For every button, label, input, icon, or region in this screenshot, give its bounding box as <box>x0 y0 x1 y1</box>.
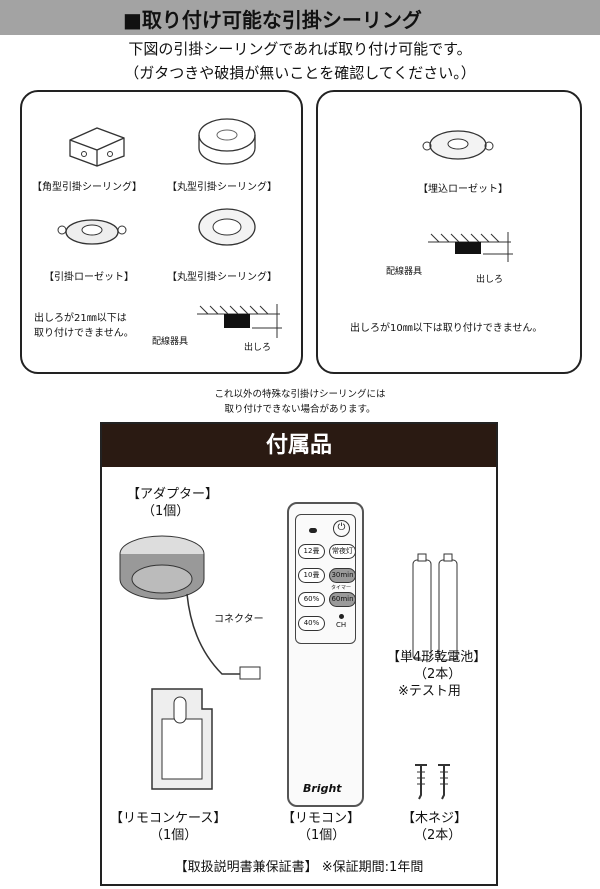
battery-qty: （2本） <box>414 667 462 682</box>
adapter-illustration <box>119 535 261 680</box>
screw-name: 【木ネジ】 <box>402 811 468 826</box>
protrusion-diagram <box>197 304 282 338</box>
rosette-illustration <box>57 219 127 245</box>
timer-label: タイマー <box>331 585 352 591</box>
embedded-rosette-panel: 【埋込ローゼット】 配線器具 出しろ 出しろが10㎜以下は取り付けできません。 <box>316 90 582 374</box>
brand-logo: Bright <box>303 782 342 795</box>
case-qty: （1個） <box>150 828 198 843</box>
remote-illustration: ⏻ 12畳 常夜灯 10畳 30min タイマー 60% 60min 40% C… <box>287 502 364 807</box>
remote-button: 60% <box>298 592 325 607</box>
embedded-rosette-illustration <box>422 130 494 160</box>
remote-button: 常夜灯 <box>329 544 356 559</box>
round-ceiling-illustration <box>198 118 256 165</box>
battery-note: ※テスト用 <box>398 684 461 699</box>
item-label: 【角型引掛シーリング】 <box>32 182 142 193</box>
protrusion-diagram <box>428 232 513 262</box>
intro-line2: （ガタつきや破損が無いことを確認してください。） <box>124 64 476 82</box>
protrusion-label: 出しろ <box>476 275 504 285</box>
item-label: 【引掛ローゼット】 <box>44 272 134 283</box>
warning-text: 出しろが10㎜以下は取り付けできません。 <box>350 323 543 334</box>
accessories-title: 付属品 <box>102 424 496 467</box>
remote-name: 【リモコン】 <box>282 811 361 826</box>
fixture-label: 配線器具 <box>152 337 189 347</box>
manual-warranty-text: 【取扱説明書兼保証書】 ※保証期間:1年間 <box>174 860 424 875</box>
batteries-illustration <box>412 553 458 661</box>
round-ceiling-illustration <box>198 208 256 246</box>
note-line1: これ以外の特殊な引掛けシーリングには <box>214 389 386 400</box>
ch-label: CH <box>336 621 347 629</box>
connector-label: コネクター <box>214 614 264 625</box>
item-label: 【丸型引掛シーリング】 <box>167 182 277 193</box>
screws-illustration <box>415 764 450 800</box>
remote-qty: （1個） <box>298 828 346 843</box>
warning-text: 出しろが21㎜以下は <box>34 313 127 324</box>
protrusion-label: 出しろ <box>244 343 272 353</box>
remote-button: 40% <box>298 616 325 631</box>
compatible-ceilings-panel: 【角型引掛シーリング】 【丸型引掛シーリング】 【引掛ローゼット】 【丸型引掛シ… <box>20 90 303 374</box>
case-name: 【リモコンケース】 <box>110 811 227 826</box>
adapter-name: 【アダプター】 <box>127 487 219 502</box>
fixture-label: 配線器具 <box>386 267 423 277</box>
remote-button: 12畳 <box>298 544 325 559</box>
remote-button: 60min <box>329 592 356 607</box>
battery-name: 【単4形乾電池】 <box>387 650 487 665</box>
adapter-qty: （1個） <box>142 504 190 519</box>
note-line2: 取り付けできない場合があります。 <box>224 404 376 415</box>
screw-qty: （2本） <box>414 828 462 843</box>
section-title: ■取り付け可能な引掛シーリング <box>123 8 422 32</box>
intro-line1: 下図の引掛シーリングであれば取り付け可能です。 <box>128 40 472 58</box>
accessories-box: 付属品 【アダプター】 （1個） コネクター ⏻ 12畳 常夜灯 10畳 30m… <box>100 422 498 886</box>
remote-button: 30min <box>329 568 356 583</box>
item-label: 【丸型引掛シーリング】 <box>167 272 277 283</box>
section-header: ■取り付け可能な引掛シーリング <box>0 0 600 35</box>
power-icon: ⏻ <box>333 520 350 537</box>
square-ceiling-illustration <box>69 127 125 167</box>
warning-text: 取り付けできません。 <box>34 328 134 339</box>
item-label: 【埋込ローゼット】 <box>418 184 508 195</box>
remote-button: 10畳 <box>298 568 325 583</box>
remote-case-illustration <box>151 688 213 790</box>
